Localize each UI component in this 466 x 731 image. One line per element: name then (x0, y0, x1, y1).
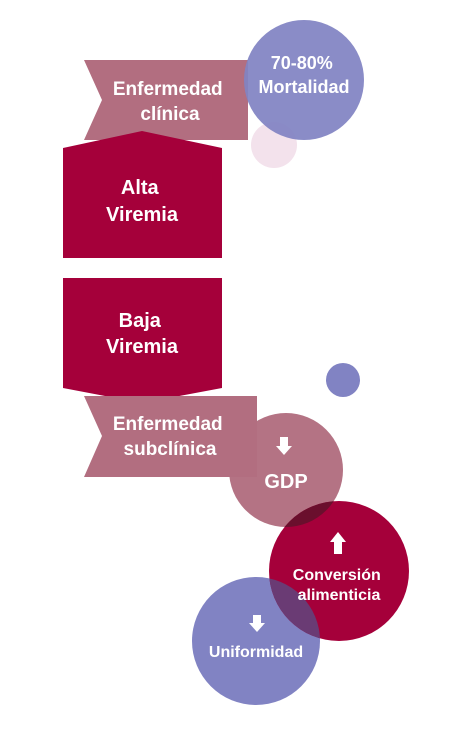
feed-conversion-label: Conversión alimenticia (293, 567, 385, 604)
subclinical-disease-line1: Enfermedad (113, 414, 223, 435)
mortality-circle (244, 20, 364, 140)
arrow-down-icon (276, 437, 292, 455)
mortality-line1: 70-80% (271, 53, 333, 73)
high-viremia-line2: Viremia (106, 204, 179, 226)
mortality-line2: Mortalidad (258, 77, 349, 97)
subclinical-disease-label: Enfermedad subclínica (113, 414, 227, 460)
mortality-label: 70-80% Mortalidad (258, 53, 349, 97)
low-viremia-line1: Baja (119, 310, 162, 332)
low-viremia-line2: Viremia (106, 336, 179, 358)
subclinical-disease-banner (84, 396, 257, 477)
clinical-disease-banner (84, 60, 248, 140)
feed-conversion-line2: alimenticia (298, 587, 381, 604)
high-viremia-line1: Alta (121, 177, 160, 199)
low-viremia-label: Baja Viremia (106, 310, 179, 358)
clinical-disease-line2: clínica (140, 104, 200, 125)
high-viremia-label: Alta Viremia (106, 177, 179, 226)
arrow-up-icon (330, 532, 346, 554)
arrow-down-icon (249, 615, 265, 632)
clinical-disease-label: Enfermedad clínica (113, 79, 227, 125)
high-viremia-block (63, 131, 222, 258)
subclinical-disease-line2: subclínica (124, 439, 217, 460)
gdp-circle (229, 413, 343, 527)
violet-dot (326, 363, 360, 397)
clinical-disease-line1: Enfermedad (113, 79, 223, 100)
uniformity-conversion-overlap (269, 577, 320, 641)
uniformity-label: Uniformidad (209, 644, 303, 661)
low-viremia-block (63, 278, 222, 403)
gdp-label: GDP (264, 471, 307, 493)
feed-conversion-line1: Conversión (293, 567, 381, 584)
